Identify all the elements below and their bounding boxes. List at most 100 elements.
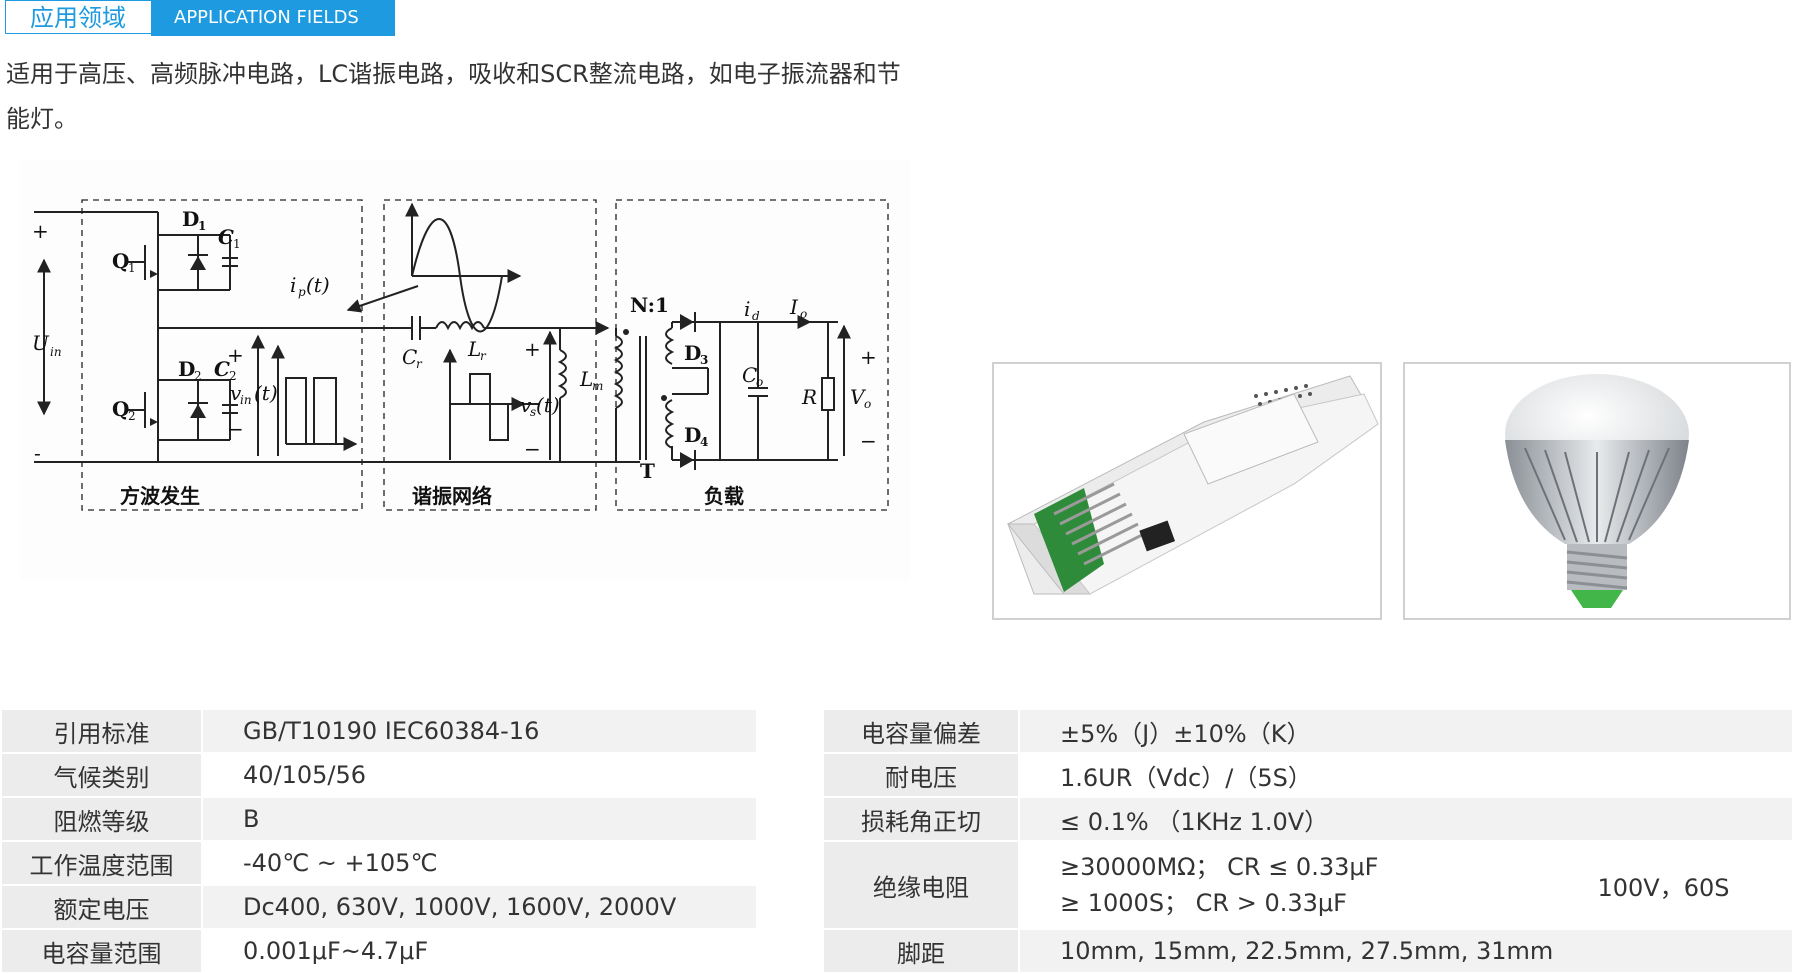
spec-value: GB/T10190 IEC60384-16 (202, 710, 756, 754)
spec-value: 40/105/56 (202, 753, 756, 798)
label-ip-t: (t) (306, 273, 330, 297)
table-row: 耐电压 1.6UR（Vdc）/（5S） (824, 753, 1793, 798)
label-id: i (744, 297, 750, 321)
electronic-ballast-image (992, 362, 1382, 620)
table-row: 阻燃等级 B (2, 797, 756, 842)
label-vo-sub: o (864, 397, 871, 411)
spec-key: 引用标准 (2, 710, 203, 754)
application-description: 适用于高压、高频脉冲电路，LC谐振电路，吸收和SCR整流电路，如电子振流器和节能… (6, 60, 901, 133)
label-d1: D (182, 207, 199, 231)
label-co: C (742, 363, 757, 387)
spec-value: 10mm, 15mm, 22.5mm, 27.5mm, 31mm (1019, 929, 1793, 974)
table-row: 工作温度范围 -40℃ ~ +105℃ (2, 841, 756, 886)
label-section-resonant: 谐振网络 (412, 484, 492, 508)
label-id-sub: d (752, 309, 760, 323)
label-vo: V (850, 385, 867, 409)
spec-key: 电容量范围 (2, 929, 203, 974)
spec-value: ≤ 0.1% （1KHz 1.0V） (1019, 797, 1793, 842)
label-c2: C (214, 357, 230, 381)
label-io: I (789, 295, 799, 319)
label-q2: Q (112, 397, 129, 421)
label-lm: L (579, 367, 593, 391)
label-section-square-wave: 方波发生 (120, 484, 200, 508)
insulation-line-1: ≥30000MΩ； CR ≤ 0.33μF (1060, 853, 1379, 881)
table-row: 气候类别 40/105/56 (2, 753, 756, 798)
table-row: 电容量偏差 ±5%（J）±10%（K） (824, 710, 1793, 754)
ballast-icon (1006, 375, 1379, 595)
label-vin-sub: in (240, 393, 252, 407)
label-vs: v (520, 393, 532, 417)
table-row: 引用标准 GB/T10190 IEC60384-16 (2, 710, 756, 754)
label-cr: C (402, 345, 417, 369)
table-row: 绝缘电阻 ≥30000MΩ； CR ≤ 0.33μF ≥ 1000S； CR >… (824, 841, 1793, 930)
label-lr: L (467, 337, 481, 361)
header-title-en: APPLICATION FIELDS (151, 0, 395, 36)
label-vs-minus: − (524, 437, 541, 461)
spec-key: 绝缘电阻 (824, 841, 1020, 930)
label-vo-minus: − (860, 429, 877, 453)
circuit-labels: + - U in D 1 C 1 Q 1 D 2 C 2 Q 2 + − v i… (32, 207, 877, 483)
spec-value: B (202, 797, 756, 842)
label-co-sub: o (756, 375, 763, 389)
insulation-line-2: ≥ 1000S； CR > 0.33μF (1060, 889, 1347, 917)
table-row: 额定电压 Dc400, 630V, 1000V, 1600V, 2000V (2, 885, 756, 930)
label-d3-sub: 3 (700, 353, 708, 367)
label-c2-minus: − (227, 417, 244, 441)
label-io-sub: o (800, 307, 807, 321)
spec-table-right: 电容量偏差 ±5%（J）±10%（K） 耐电压 1.6UR（Vdc）/（5S） … (824, 710, 1793, 974)
label-vin: v (230, 381, 242, 405)
spec-key: 损耗角正切 (824, 797, 1020, 842)
spec-value: ±5%（J）±10%（K） (1019, 710, 1793, 754)
section-header: 应用领域 APPLICATION FIELDS (5, 0, 395, 36)
label-c1: C (218, 225, 234, 249)
spec-key: 电容量偏差 (824, 710, 1020, 754)
label-vin-t: (t) (254, 381, 278, 405)
spec-value: ≥30000MΩ； CR ≤ 0.33μF ≥ 1000S； CR > 0.33… (1019, 841, 1534, 930)
spec-key: 耐电压 (824, 753, 1020, 798)
table-row: 脚距 10mm, 15mm, 22.5mm, 27.5mm, 31mm (824, 929, 1793, 974)
spec-key: 工作温度范围 (2, 841, 203, 886)
label-section-load: 负载 (704, 484, 744, 508)
label-d1-sub: 1 (198, 219, 206, 233)
label-t: T (640, 459, 655, 483)
bulb-icon (1505, 374, 1689, 608)
label-d2: D (178, 357, 195, 381)
label-q1: Q (112, 249, 129, 273)
circuit-svg: + - U in D 1 C 1 Q 1 D 2 C 2 Q 2 + − v i… (32, 199, 889, 511)
label-d4: D (684, 423, 701, 447)
label-r: R (801, 385, 817, 409)
spec-value: Dc400, 630V, 1000V, 1600V, 2000V (202, 885, 756, 930)
label-c2-sub: 2 (229, 369, 237, 383)
label-cr-sub: r (416, 357, 423, 371)
label-lr-sub: r (480, 349, 487, 363)
label-plus-in: + (32, 219, 49, 243)
label-uin: U (32, 331, 50, 355)
spec-table-left: 引用标准 GB/T10190 IEC60384-16 气候类别 40/105/5… (2, 710, 756, 974)
label-ip-sub: p (298, 285, 306, 299)
led-bulb-image (1403, 362, 1791, 620)
label-c2-plus: + (227, 343, 244, 367)
label-vs-sub: s (530, 405, 536, 419)
label-d3: D (684, 341, 701, 365)
label-vo-plus: + (860, 345, 877, 369)
spec-value: 1.6UR（Vdc）/（5S） (1019, 753, 1793, 798)
label-lm-sub: m (592, 379, 603, 393)
spec-value: 0.001μF~4.7μF (202, 929, 756, 974)
spec-value: -40℃ ~ +105℃ (202, 841, 756, 886)
table-row: 损耗角正切 ≤ 0.1% （1KHz 1.0V） (824, 797, 1793, 842)
spec-key: 脚距 (824, 929, 1020, 974)
circuit-diagram: + - U in D 1 C 1 Q 1 D 2 C 2 Q 2 + − v i… (20, 160, 910, 580)
spec-key: 气候类别 (2, 753, 203, 798)
label-q2-sub: 2 (128, 409, 136, 423)
label-d2-sub: 2 (194, 369, 202, 383)
label-n1: N:1 (630, 293, 669, 317)
spec-key: 阻燃等级 (2, 797, 203, 842)
label-vs-t: (t) (536, 393, 560, 417)
label-vs-plus: + (524, 337, 541, 361)
label-uin-sub: in (50, 345, 62, 359)
insulation-test-condition: 100V，60S (1532, 841, 1793, 930)
header-title-cn: 应用领域 (5, 0, 151, 34)
label-minus-in: - (34, 441, 41, 465)
label-c1-sub: 1 (233, 237, 241, 251)
label-q1-sub: 1 (128, 261, 136, 275)
